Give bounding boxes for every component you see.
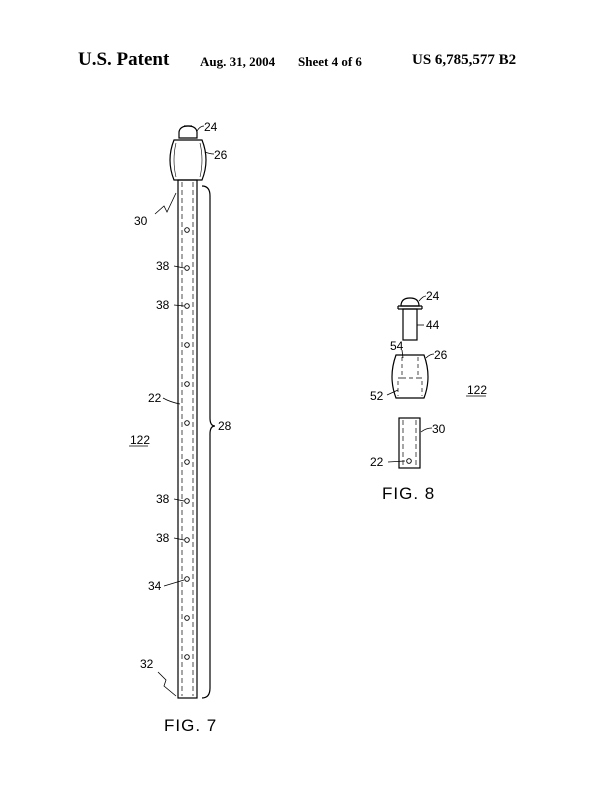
fig7-label-38-a: 38 [156,259,170,273]
fig7-caption: FIG. 7 [164,716,217,735]
fig8-label-24: 24 [426,289,440,303]
fig8-label-26: 26 [434,348,448,362]
fig7-label-122: 122 [130,433,150,447]
fig8-label-54: 54 [390,339,404,353]
fig7-label-38-b: 38 [156,298,170,312]
fig8-label-30: 30 [432,422,446,436]
fig8-knob [400,297,420,307]
patent-label: U.S. Patent [78,49,170,70]
fig7-tube [177,179,198,699]
fig7-label-34: 34 [148,579,162,593]
fig8-drawing [386,295,486,469]
fig7-label-38-c: 38 [156,492,170,506]
patent-number: US 6,785,577 B2 [412,52,517,68]
fig7-bracket [201,185,216,699]
fig7-holes [184,227,190,660]
fig8-label-22: 22 [370,455,384,469]
fig7-label-28: 28 [218,419,232,433]
fig7-drawing [129,125,216,699]
patent-date: Aug. 31, 2004 [200,54,276,69]
fig7-label-32: 32 [140,657,154,671]
fig7-label-22: 22 [148,391,162,405]
fig8-tube [398,417,421,469]
fig7-label-38-d: 38 [156,531,170,545]
fig8-label-122: 122 [467,383,487,397]
sheet-number: Sheet 4 of 6 [298,54,362,69]
fig8-barrel [391,354,429,399]
fig7-barrel [169,139,207,181]
fig8-caption: FIG. 8 [382,484,435,503]
fig7-label-24: 24 [204,120,218,134]
fig8-label-44: 44 [426,318,440,332]
fig7-label-30: 30 [134,214,148,228]
fig7-knob [178,125,198,139]
fig7-label-26: 26 [214,148,228,162]
fig8-label-52: 52 [370,389,384,403]
fig8-stem [402,308,418,341]
